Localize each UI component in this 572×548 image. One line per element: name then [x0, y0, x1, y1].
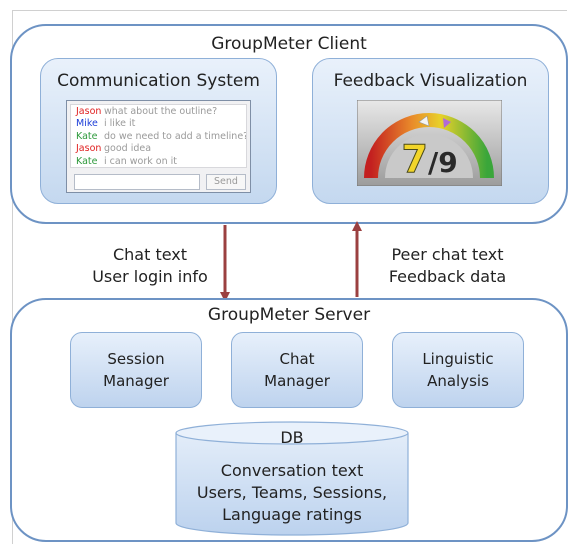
- client-title: GroupMeter Client: [211, 34, 367, 54]
- chat-text: i like it: [104, 118, 136, 130]
- db-cylinder: [175, 421, 409, 536]
- flow-line: Chat text: [112, 245, 188, 264]
- chat-message: Mike i like it: [76, 118, 246, 130]
- gauge-max: /9: [428, 146, 458, 179]
- chat-text: i can work on it: [104, 155, 177, 167]
- chat-user: Jason: [76, 143, 102, 155]
- chat-text: do we need to add a timeline?: [104, 130, 247, 142]
- upstream-flow-label: Chat text User login info: [85, 244, 215, 288]
- communication-system-title: Communication System: [57, 71, 260, 91]
- chat-user: Kate: [76, 130, 98, 142]
- chat-input[interactable]: [74, 174, 200, 190]
- server-title: GroupMeter Server: [207, 305, 371, 325]
- db-line: Users, Teams, Sessions,: [196, 483, 388, 502]
- chat-manager-module: Chat Manager: [231, 332, 363, 408]
- chat-text: good idea: [104, 143, 152, 155]
- feedback-visualization-title: Feedback Visualization: [333, 71, 528, 91]
- send-button[interactable]: Send: [206, 174, 246, 190]
- gauge-arc: [364, 113, 494, 179]
- module-line: Session: [107, 350, 165, 368]
- module-line: Manager: [103, 372, 169, 390]
- chat-message: Kate do we need to add a timeline?: [76, 131, 246, 143]
- flow-line: Feedback data: [388, 267, 507, 286]
- session-manager-module: Session Manager: [70, 332, 202, 408]
- gauge-pointer-icon: [443, 118, 451, 128]
- module-line: Linguistic: [422, 350, 494, 368]
- flow-line: User login info: [92, 267, 208, 286]
- figure-frame: [12, 10, 567, 544]
- flow-line: Peer chat text: [391, 245, 504, 264]
- db-line: Conversation text: [220, 461, 364, 480]
- module-line: Manager: [264, 372, 330, 390]
- db-line: Language ratings: [222, 505, 362, 524]
- module-line: Chat: [279, 350, 315, 368]
- gauge-marker-icon: [418, 115, 430, 127]
- chat-user: Mike: [76, 118, 98, 130]
- chat-text: what about the outline?: [104, 106, 218, 117]
- gauge-score: 7: [402, 137, 428, 181]
- downstream-flow-label: Peer chat text Feedback data: [365, 244, 530, 288]
- chat-user: Jason: [76, 106, 102, 117]
- chat-user: Kate: [76, 155, 98, 167]
- feedback-gauge: 7 /9: [357, 100, 502, 186]
- gauge-inner: [385, 134, 473, 178]
- module-line: Analysis: [427, 372, 489, 390]
- linguistic-analysis-module: Linguistic Analysis: [392, 332, 524, 408]
- db-title: DB: [280, 428, 304, 447]
- db-content: Conversation text Users, Teams, Sessions…: [172, 460, 412, 526]
- chat-message: Kate i can work on it: [76, 155, 246, 167]
